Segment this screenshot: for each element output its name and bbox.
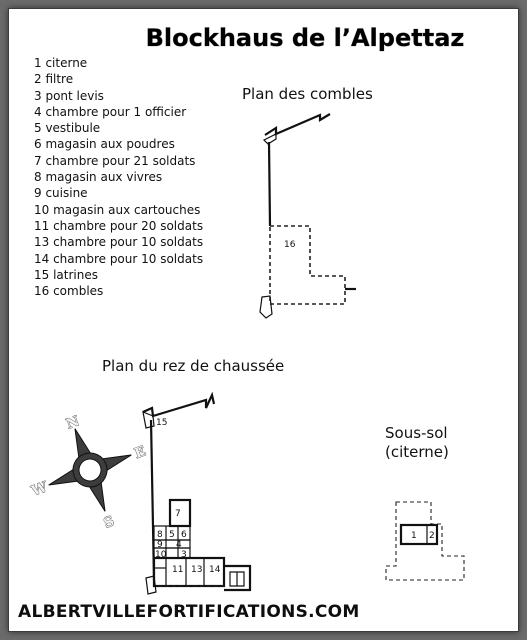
- legend-item: 4 chambre pour 1 officier: [34, 104, 187, 119]
- rez-label-14: 14: [209, 565, 221, 575]
- compass-center: [78, 458, 102, 482]
- soussol-label-line2: (citerne): [385, 443, 449, 461]
- rez-annex-stair: [229, 571, 245, 587]
- rez-latrine-turret: [142, 411, 155, 429]
- page-title: Blockhaus de l’Alpettaz: [146, 24, 465, 52]
- rez-label-10: 10: [155, 550, 167, 560]
- legend-item: 6 magasin aux poudres: [34, 137, 175, 152]
- plan-combles-label: Plan des combles: [242, 85, 373, 103]
- legend-item: 7 chambre pour 21 soldats: [34, 153, 196, 168]
- legend-item: 16 combles: [34, 284, 104, 299]
- combles-tower-bottom: [259, 295, 273, 319]
- legend-item: 8 magasin aux vivres: [34, 170, 163, 185]
- legend-item: 2 filtre: [34, 72, 74, 87]
- rez-label-9: 9: [157, 540, 163, 550]
- combles-west-wall: [267, 141, 272, 227]
- legend-item: 9 cuisine: [34, 186, 88, 201]
- legend-item: 3 pont levis: [34, 88, 104, 103]
- soussol-label-2: 2: [429, 531, 435, 541]
- soussol-cistern: [399, 523, 439, 546]
- compass-label-s: S: [102, 513, 117, 531]
- rez-label-4: 4: [176, 540, 182, 550]
- legend-item: 11 chambre pour 20 soldats: [34, 218, 204, 233]
- compass-label-e: E: [132, 443, 148, 462]
- legend-item: 13 chambre pour 10 soldats: [34, 235, 204, 250]
- soussol-outline: [385, 501, 465, 581]
- rez-corner-tower: [145, 575, 157, 595]
- plan-combles: Plan des combles 16: [242, 85, 373, 319]
- rez-label-13: 13: [191, 565, 202, 575]
- combles-outer-wall: [264, 113, 331, 136]
- plan-rez-label: Plan du rez de chaussée: [102, 357, 284, 375]
- rez-label-5: 5: [169, 530, 175, 540]
- compass-label-n: N: [64, 413, 82, 432]
- rez-east-annex: [224, 564, 252, 592]
- legend-item: 10 magasin aux cartouches: [34, 202, 201, 217]
- plan-rez: Plan du rez de chaussée 1: [102, 357, 284, 595]
- footer-site-name: ALBERTVILLEFORTIFICATIONS.COM: [18, 602, 360, 622]
- rez-label-7: 7: [175, 509, 181, 519]
- rez-label-6: 6: [181, 530, 187, 540]
- rez-label-3: 3: [181, 550, 187, 560]
- combles-room-label: 16: [284, 240, 296, 250]
- plan-sheet: [8, 8, 519, 632]
- rez-label-11: 11: [172, 565, 183, 575]
- room-legend: 1 citerne 2 filtre 3 pont levis 4 chambr…: [34, 55, 203, 299]
- compass-rose: N S E W: [28, 413, 148, 532]
- legend-item: 14 chambre pour 10 soldats: [34, 251, 204, 266]
- legend-item: 5 vestibule: [34, 121, 101, 136]
- legend-item: 1 citerne: [34, 56, 88, 70]
- plan-soussol: Sous-sol (citerne) 1 2: [385, 424, 465, 581]
- soussol-label-1: 1: [411, 531, 417, 541]
- rez-label-15: 15: [156, 418, 167, 428]
- rez-north-wall: [142, 391, 216, 418]
- legend-item: 15 latrines: [34, 267, 98, 282]
- combles-room-16: [269, 225, 346, 305]
- compass-label-w: W: [29, 479, 50, 500]
- rez-label-8: 8: [157, 530, 163, 540]
- soussol-label-line1: Sous-sol: [385, 424, 448, 442]
